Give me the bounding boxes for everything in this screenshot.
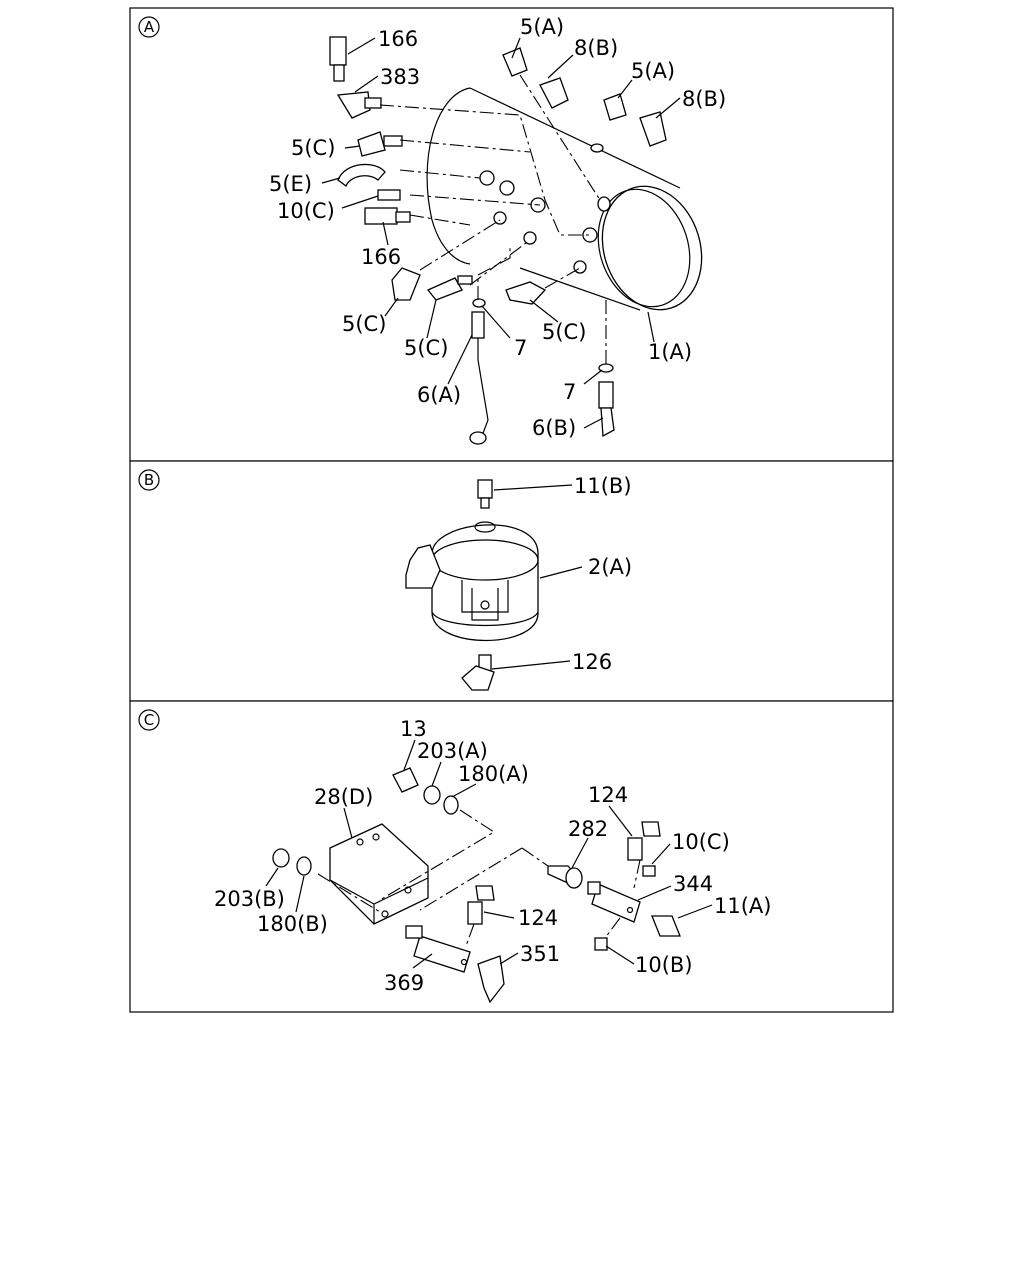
label-8b-right: 8(B): [682, 87, 726, 111]
centerlines-c: [317, 809, 641, 947]
label-369: 369: [384, 971, 424, 995]
label-5e: 5(E): [269, 172, 312, 196]
label-5c-mid: 5(C): [404, 336, 448, 360]
label-124-upper: 124: [588, 783, 628, 807]
label-5a-top: 5(A): [520, 15, 564, 39]
label-11a: 11(A): [714, 894, 771, 918]
label-124-lower: 124: [518, 906, 558, 930]
section-b-marker-circle: [138, 469, 160, 491]
section-c-marker: C: [144, 711, 154, 729]
labels-b: 11(B) 2(A) 126: [572, 474, 632, 674]
section-c-marker-circle: [138, 709, 160, 731]
labels-c: 13 203(A) 180(A) 28(D) 124 282 10(C) 344…: [214, 717, 771, 995]
label-7-lower: 7: [563, 380, 576, 404]
label-1a: 1(A): [648, 340, 692, 364]
label-282: 282: [568, 817, 608, 841]
label-344: 344: [673, 872, 713, 896]
air-tank-drawing: [426, 87, 703, 311]
bracket-assembly-drawing: [272, 767, 681, 1004]
section-a-marker-circle: [138, 16, 160, 38]
label-203a: 203(A): [417, 739, 488, 763]
label-166-lower: 166: [361, 245, 401, 269]
label-180a: 180(A): [458, 762, 529, 786]
section-b-panel: B 11(B) 2(A) 126: [129, 460, 894, 702]
leaders-c: [265, 739, 713, 969]
label-180b: 180(B): [257, 912, 328, 936]
label-6b: 6(B): [532, 416, 576, 440]
label-5c-left: 5(C): [342, 312, 386, 336]
label-5c-right: 5(C): [542, 320, 586, 344]
label-6a: 6(A): [417, 383, 461, 407]
label-2a: 2(A): [588, 555, 632, 579]
centerlines-a: [379, 74, 607, 365]
label-28d: 28(D): [314, 785, 373, 809]
label-10c-c: 10(C): [672, 830, 730, 854]
leaders-b: [491, 484, 583, 670]
label-11b: 11(B): [574, 474, 632, 498]
labels-a: 166 383 5(A) 8(B) 5(A) 8(B) 5(C) 5(E) 10…: [269, 15, 726, 440]
label-7-upper: 7: [514, 336, 527, 360]
label-10c: 10(C): [277, 199, 335, 223]
label-203b: 203(B): [214, 887, 285, 911]
label-126: 126: [572, 650, 612, 674]
section-a-panel: A: [129, 7, 894, 462]
label-5a-right: 5(A): [631, 59, 675, 83]
label-13: 13: [400, 717, 427, 741]
section-a-marker: A: [144, 18, 155, 36]
label-10b: 10(B): [635, 953, 693, 977]
label-383: 383: [380, 65, 420, 89]
leaders-a: [321, 37, 681, 429]
label-8b-top: 8(B): [574, 36, 618, 60]
label-351: 351: [520, 942, 560, 966]
label-166: 166: [378, 27, 418, 51]
reservoir-drawing: [405, 479, 539, 691]
section-b-marker: B: [144, 471, 154, 489]
section-c-panel: C: [129, 700, 894, 1013]
label-5c-upper: 5(C): [291, 136, 335, 160]
fittings-a: [329, 36, 667, 445]
